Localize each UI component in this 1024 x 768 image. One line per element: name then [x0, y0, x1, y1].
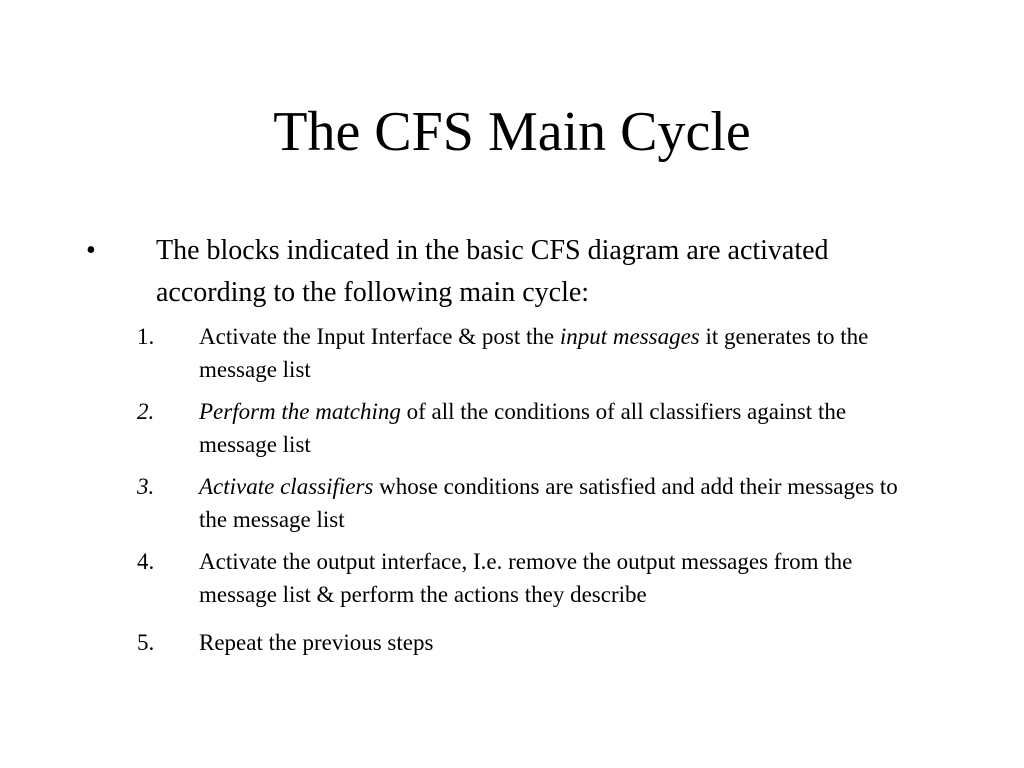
step-text: Activate the Input Interface & post the … [199, 320, 929, 386]
step-text: Activate the output interface, I.e. remo… [199, 545, 929, 611]
step-number: 5. [137, 630, 155, 655]
bullet-text: The blocks indicated in the basic CFS di… [156, 235, 829, 308]
bullet-marker: • [86, 235, 96, 266]
step-text-post: of all the conditions of all classifiers… [199, 399, 847, 457]
slide-title: The CFS Main Cycle [273, 101, 751, 163]
step-number: 4. [137, 549, 155, 574]
step-number: 3. [137, 474, 155, 499]
step-text: Activate classifiers whose conditions ar… [199, 470, 929, 536]
step-text-pre: Repeat the previous steps [199, 630, 434, 655]
step-text-post: it generates to the message list [199, 324, 869, 382]
step-text-post: whose conditions are satisfied and add t… [199, 474, 898, 532]
step-text-italic: input messages [559, 324, 700, 349]
step-text-italic: Perform the matching [199, 399, 401, 424]
step-text-pre: Activate the output interface, I.e. remo… [199, 549, 853, 607]
step-text-italic: Activate classifiers [199, 474, 374, 499]
step-text-pre: Activate the Input Interface & post the [199, 324, 560, 349]
step-text: Repeat the previous steps [199, 626, 929, 659]
step-text: Perform the matching of all the conditio… [199, 395, 929, 461]
step-number: 1. [137, 324, 155, 349]
step-number: 2. [137, 399, 155, 424]
